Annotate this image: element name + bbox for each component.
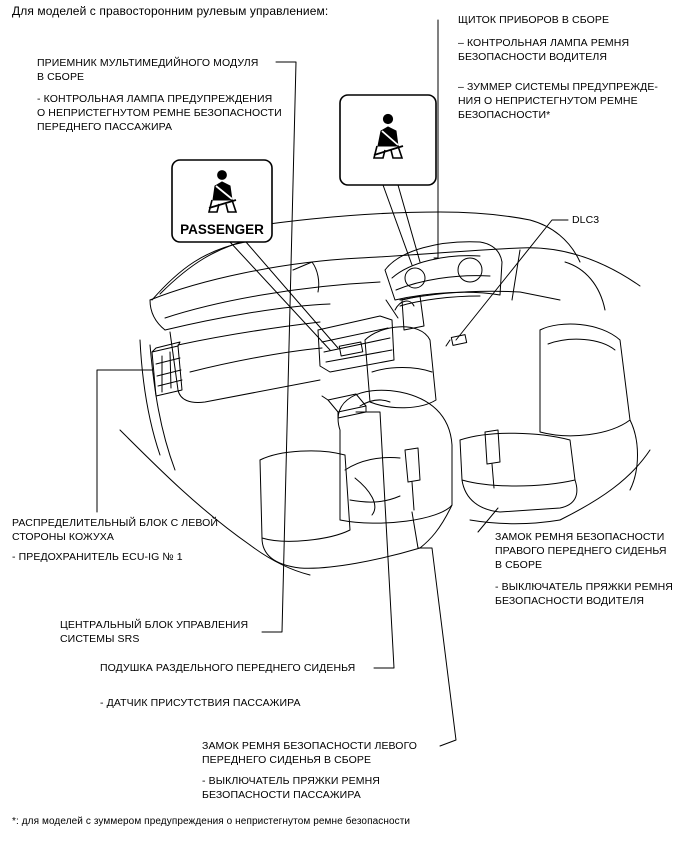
leader-lines xyxy=(96,19,569,747)
junction-title-1: РАСПРЕДЕЛИТЕЛЬНЫЙ БЛОК С ЛЕВОЙ xyxy=(12,517,219,529)
dashboard-outline xyxy=(139,247,641,471)
right-buckle-title-3: В СБОРЕ xyxy=(495,559,543,571)
multimedia-sub-3: ПЕРЕДНЕГО ПАССАЖИРА xyxy=(37,121,173,133)
page-header: Для моделей с правосторонним рулевым упр… xyxy=(12,4,329,18)
left-buckle-title-2: ПЕРЕДНЕГО СИДЕНЬЯ В СБОРЕ xyxy=(202,754,372,766)
left-buckle-sub-2: БЕЗОПАСНОСТИ ПАССАЖИРА xyxy=(202,789,361,801)
left-buckle-title-1: ЗАМОК РЕМНЯ БЕЗОПАСНОСТИ ЛЕВОГО xyxy=(202,740,418,752)
cabin-floor-drawing xyxy=(119,429,651,576)
left-buckle-sub-1: - ВЫКЛЮЧАТЕЛЬ ПРЯЖКИ РЕМНЯ xyxy=(202,775,380,787)
cushion-title: ПОДУШКА РАЗДЕЛЬНОГО ПЕРЕДНЕГО СИДЕНЬЯ xyxy=(100,662,356,674)
cluster-title: ЩИТОК ПРИБОРОВ В СБОРЕ xyxy=(458,14,610,26)
cushion-sub: - ДАТЧИК ПРИСУТСТВИЯ ПАССАЖИРА xyxy=(100,697,301,709)
right-buckle-sub-1: - ВЫКЛЮЧАТЕЛЬ ПРЯЖКИ РЕМНЯ xyxy=(495,581,673,593)
srs-title-1: ЦЕНТРАЛЬНЫЙ БЛОК УПРАВЛЕНИЯ xyxy=(60,619,249,631)
srs-ecu-drawing xyxy=(321,393,391,419)
dlc3-connector-drawing xyxy=(445,334,468,347)
instrument-cluster-drawing xyxy=(384,241,503,319)
junction-sub: - ПРЕДОХРАНИТЕЛЬ ECU-IG № 1 xyxy=(12,551,183,563)
srs-title-2: СИСТЕМЫ SRS xyxy=(60,633,140,645)
passenger-indicator-box xyxy=(171,159,273,243)
left-seat-drawing xyxy=(259,389,453,569)
right-seat-drawing xyxy=(459,323,638,513)
seatbelt-buckle-drawing xyxy=(354,429,501,516)
passenger-seatbelt-icon xyxy=(207,170,238,213)
right-buckle-title-1: ЗАМОК РЕМНЯ БЕЗОПАСНОСТИ xyxy=(495,531,665,543)
indicator-pointer-lines xyxy=(229,184,421,351)
multimedia-sub-2: О НЕПРИСТЕГНУТОМ РЕМНЕ БЕЗОПАСНОСТИ xyxy=(37,107,282,119)
junction-title-2: СТОРОНЫ КОЖУХА xyxy=(12,531,115,543)
cluster-sub1-1: – КОНТРОЛЬНАЯ ЛАМПА РЕМНЯ xyxy=(458,37,630,49)
cluster-sub2-1: – ЗУММЕР СИСТЕМЫ ПРЕДУПРЕЖДЕ- xyxy=(458,81,659,93)
driver-seatbelt-icon xyxy=(372,113,404,159)
right-buckle-sub-2: БЕЗОПАСНОСТИ ВОДИТЕЛЯ xyxy=(495,595,645,607)
right-buckle-title-2: ПРАВОГО ПЕРЕДНЕГО СИДЕНЬЯ xyxy=(495,545,667,557)
multimedia-title-1: ПРИЕМНИК МУЛЬТИМЕДИЙНОГО МОДУЛЯ xyxy=(37,57,259,69)
multimedia-sub-1: - КОНТРОЛЬНАЯ ЛАМПА ПРЕДУПРЕЖДЕНИЯ xyxy=(37,93,273,105)
junction-block-drawing xyxy=(151,341,183,397)
cluster-sub1-2: БЕЗОПАСНОСТИ ВОДИТЕЛЯ xyxy=(458,51,608,63)
cluster-sub2-2: НИЯ О НЕПРИСТЕГНУТОМ РЕМНЕ xyxy=(458,95,638,107)
center-console-drawing xyxy=(364,300,437,409)
multimedia-receiver-drawing xyxy=(317,295,425,373)
dlc3-label: DLC3 xyxy=(572,214,600,226)
multimedia-title-2: В СБОРЕ xyxy=(37,71,85,83)
passenger-indicator-label: PASSENGER xyxy=(180,222,264,237)
footnote: *: для моделей с зуммером предупреждения… xyxy=(12,816,411,827)
cluster-sub2-3: БЕЗОПАСНОСТИ* xyxy=(458,109,551,121)
